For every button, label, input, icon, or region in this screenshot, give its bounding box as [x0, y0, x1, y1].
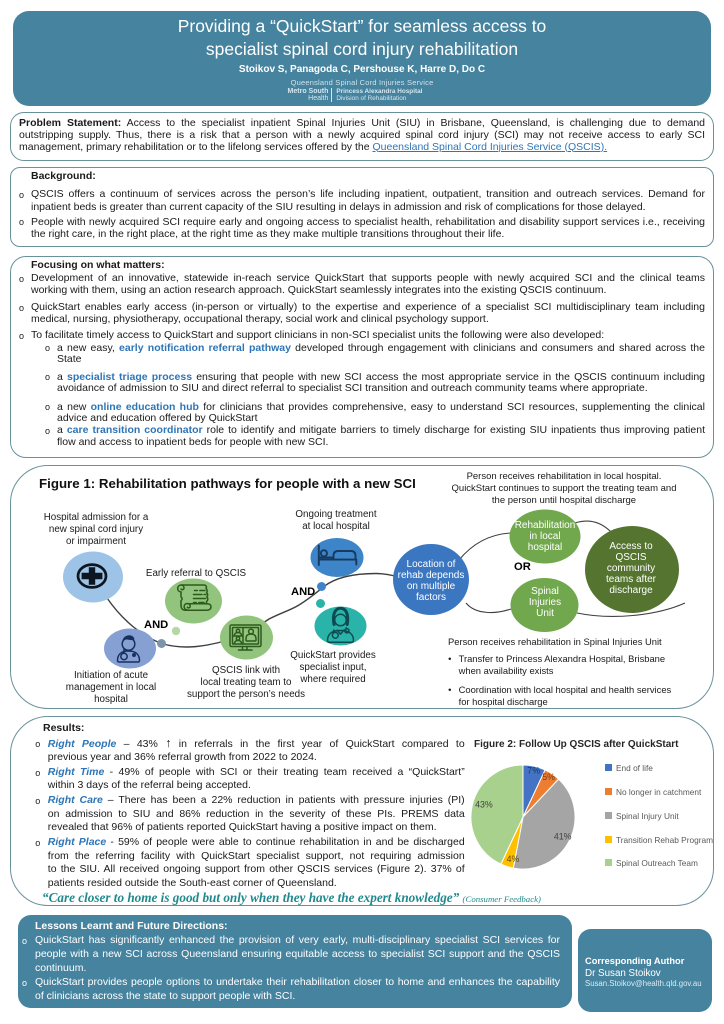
svg-text:5%: 5% [542, 772, 555, 782]
svg-text:7%: 7% [527, 765, 540, 775]
svg-text:43%: 43% [475, 799, 493, 809]
svg-text:41%: 41% [554, 832, 572, 842]
svg-text:4%: 4% [507, 854, 520, 864]
